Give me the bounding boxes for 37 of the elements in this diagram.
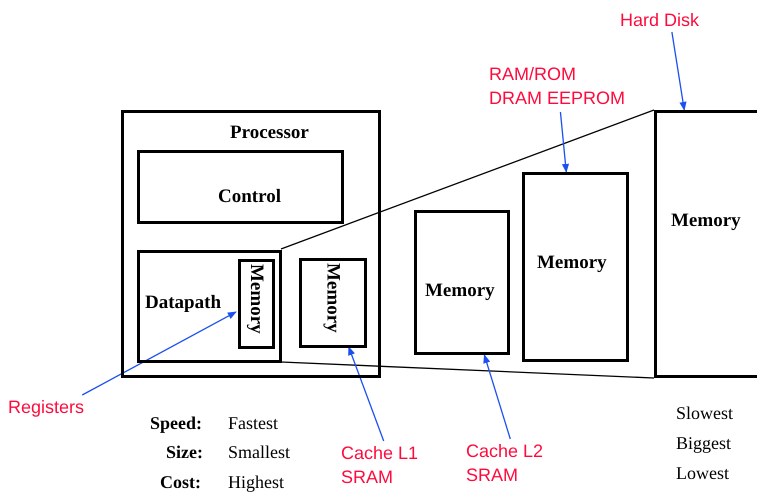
- box-label: Memory: [425, 279, 495, 303]
- memory-box: [654, 110, 757, 378]
- box-label: Memory: [537, 251, 607, 275]
- connector-line: [280, 361, 654, 379]
- arrow: [560, 112, 570, 173]
- table-text: Cost:: [160, 471, 201, 493]
- component-box: [137, 150, 344, 224]
- table-text: Lowest: [676, 462, 729, 484]
- connector-line: [280, 109, 654, 250]
- callout-label: Hard Disk: [620, 8, 720, 32]
- table-text: Speed:: [150, 412, 202, 434]
- table-text: Biggest: [676, 432, 732, 454]
- memory-box: [414, 210, 510, 355]
- callout-label: Cache L2 SRAM: [466, 439, 570, 489]
- callout-label: RAM/ROM DRAM EEPROM: [489, 62, 627, 112]
- memory-box: [522, 172, 629, 362]
- table-text: Highest: [228, 471, 284, 493]
- box-label: Memory: [324, 263, 342, 333]
- arrow: [82, 311, 237, 396]
- table-text: Smallest: [228, 441, 290, 463]
- box-label: Datapath: [145, 291, 222, 315]
- processor-box: [121, 110, 381, 378]
- box-label: Control: [218, 185, 281, 209]
- box-title: Processor: [230, 121, 309, 145]
- table-text: Slowest: [676, 402, 734, 424]
- box-label: Memory: [247, 264, 266, 334]
- memory-box: [299, 258, 367, 348]
- table-text: Fastest: [228, 412, 278, 434]
- component-box: [137, 250, 282, 363]
- arrow: [483, 354, 511, 440]
- arrow: [348, 346, 384, 442]
- memory-box: [238, 259, 275, 349]
- callout-label: Registers: [8, 395, 112, 419]
- callout-label: Cache L1 SRAM: [341, 441, 445, 491]
- box-label: Memory: [671, 209, 741, 233]
- arrow: [671, 32, 687, 111]
- table-text: Size:: [166, 441, 203, 463]
